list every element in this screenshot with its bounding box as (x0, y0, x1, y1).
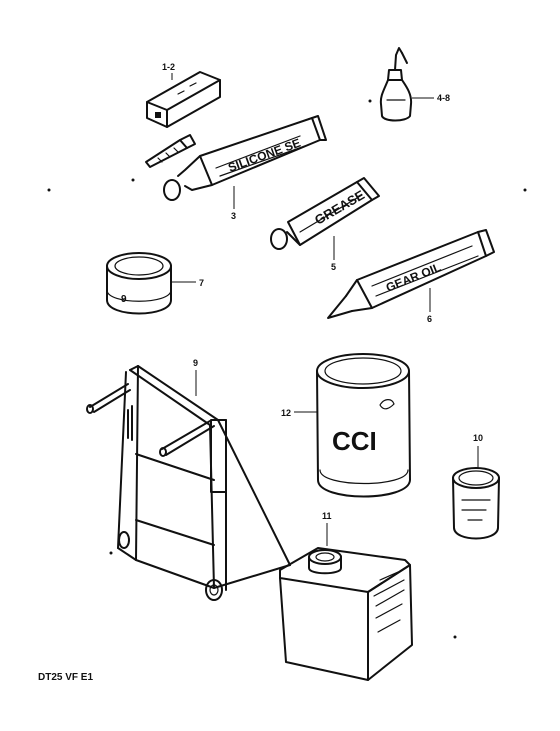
can-cci-label: CCI (332, 426, 377, 456)
part-engine-stand (86, 365, 291, 601)
tube-silicone-label: SILICONE SE (226, 136, 302, 175)
callout-5: 5 (331, 262, 336, 272)
callout-6: 6 (427, 314, 432, 324)
callout-7: 7 (199, 278, 204, 288)
part-gear-oil-tube: GEAR OIL (327, 229, 495, 319)
diagram-code: DT25 VF E1 (38, 672, 93, 683)
specks (47, 99, 527, 639)
part-oil-canister (279, 547, 413, 681)
part-small-tin: 9 (106, 252, 172, 315)
callout-10: 10 (473, 433, 483, 443)
part-cci-can: CCI (316, 353, 411, 498)
part-oil-bottle (379, 47, 413, 122)
part-grease-tube: GREASE (270, 177, 380, 250)
part-nozzle (145, 134, 196, 168)
callout-4-8: 4-8 (437, 93, 450, 103)
small-tin-label: 9 (121, 294, 127, 305)
part-paint-tin (452, 467, 500, 540)
callout-12: 12 (281, 408, 291, 418)
callout-9: 9 (193, 358, 198, 368)
part-silicone-tube: SILICONE SE (163, 115, 327, 201)
callout-11: 11 (322, 511, 332, 521)
callout-1-2: 1-2 (162, 62, 175, 72)
part-sealing-block (146, 71, 221, 128)
callout-3: 3 (231, 211, 236, 221)
